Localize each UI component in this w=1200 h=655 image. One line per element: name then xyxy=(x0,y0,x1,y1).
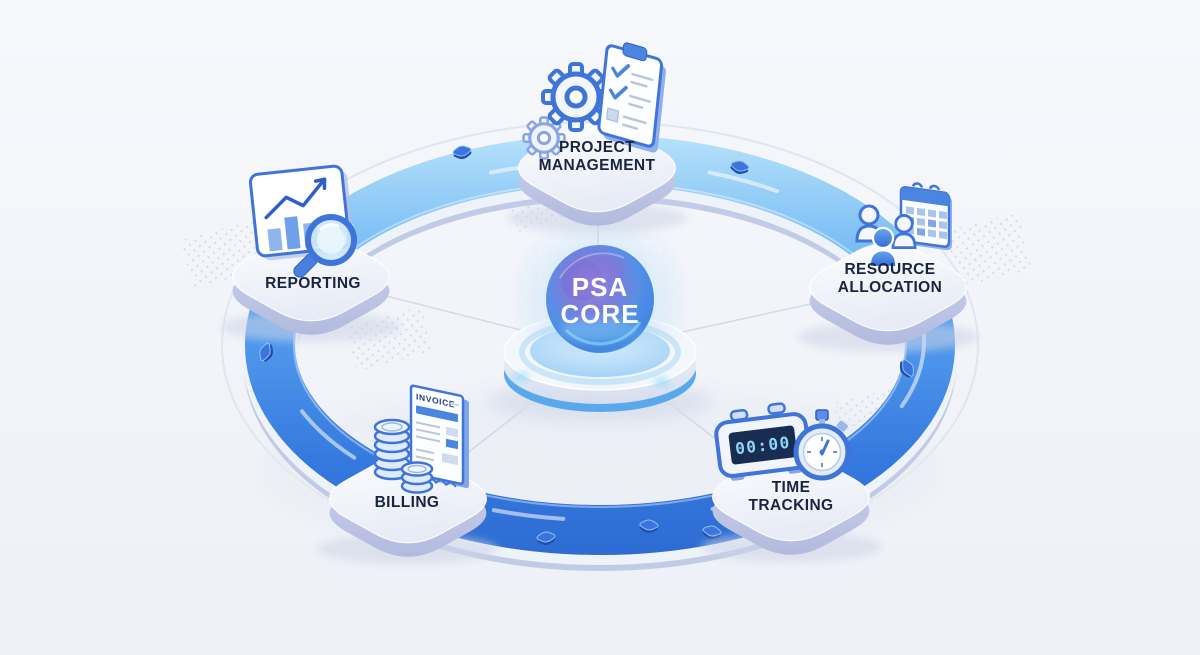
node-billing xyxy=(318,454,498,564)
stopwatch-icon xyxy=(793,409,851,481)
label-project-management-line2: MANAGEMENT xyxy=(539,157,656,174)
invoice-icon: INVOICE xyxy=(409,384,469,489)
label-resource-allocation-line2: ALLOCATION xyxy=(838,279,942,296)
core-label-line2: CORE xyxy=(560,299,639,329)
node-resource-allocation xyxy=(798,242,978,352)
label-project-management-line1: PROJECT xyxy=(559,139,635,156)
label-billing: BILLING xyxy=(375,494,440,511)
small-gear-icon xyxy=(522,116,566,160)
digital-clock-icon: 00:00 xyxy=(714,402,812,481)
label-time-tracking-line1: TIME xyxy=(772,479,811,496)
node-reporting xyxy=(221,232,401,342)
magnifier-icon xyxy=(293,214,357,278)
psa-core-sphere: PSA CORE xyxy=(508,208,692,392)
node-project-management xyxy=(507,123,687,233)
label-time-tracking-line2: TRACKING xyxy=(749,497,834,514)
label-reporting: REPORTING xyxy=(265,275,361,292)
core-label-line1: PSA xyxy=(572,272,628,302)
clipboard-checklist-icon xyxy=(597,42,666,153)
node-time-tracking xyxy=(701,452,881,562)
coin-stack-icon xyxy=(373,418,434,494)
calendar-icon xyxy=(899,182,952,251)
team-icon xyxy=(855,204,917,269)
label-resource-allocation-line1: RESOURCE xyxy=(844,261,935,278)
